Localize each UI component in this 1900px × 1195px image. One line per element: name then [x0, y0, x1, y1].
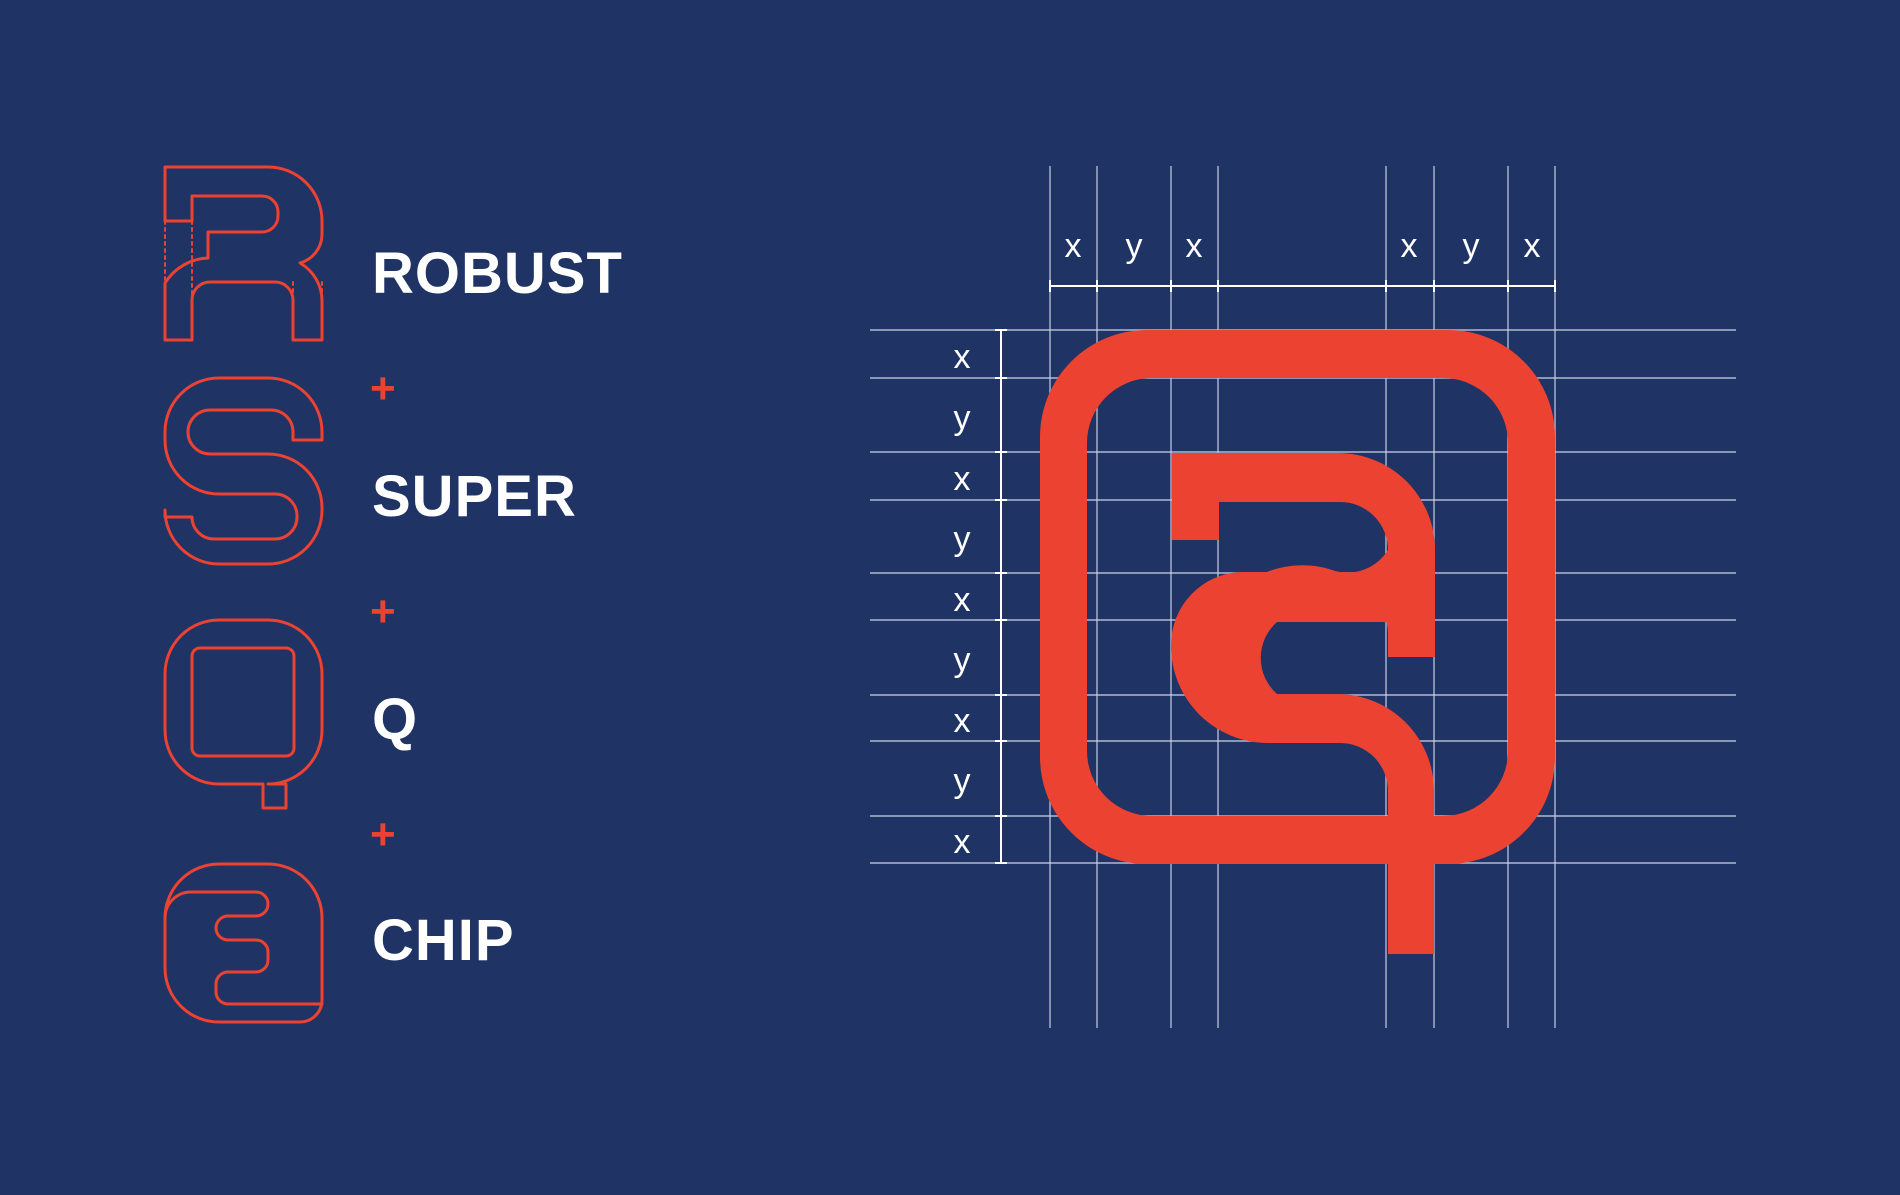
e-letter-outline: [163, 862, 324, 1024]
grid-row-label: x: [953, 823, 971, 861]
word-chip: CHIP: [372, 908, 515, 973]
grid-row-label: x: [953, 338, 971, 376]
dimension-markers: [995, 280, 1556, 864]
grid-row-label: x: [953, 460, 971, 498]
grid-col-label: x: [1523, 227, 1541, 265]
word-robust: ROBUST: [372, 241, 623, 306]
s-letter-outline: [163, 376, 324, 566]
word-q: Q: [372, 687, 419, 752]
grid-row-label: y: [953, 762, 971, 800]
plus-sign: +: [370, 810, 396, 859]
r-letter-outline: [163, 165, 324, 342]
grid-row-label: y: [953, 520, 971, 558]
grid-col-label: y: [1125, 227, 1143, 265]
plus-sign: +: [370, 364, 396, 413]
grid-col-label: x: [1185, 227, 1203, 265]
grid-col-label: x: [1064, 227, 1082, 265]
word-super: SUPER: [372, 464, 577, 529]
grid-col-label: x: [1400, 227, 1418, 265]
grid-row-label: x: [953, 581, 971, 619]
grid-col-label: y: [1462, 227, 1480, 265]
grid-row-label: y: [953, 399, 971, 437]
grid-row-label: x: [953, 702, 971, 740]
grid-row-label: y: [953, 641, 971, 679]
plus-sign: +: [370, 587, 396, 636]
q-letter-outline: [163, 618, 324, 810]
rsqc-logo-mark: [1040, 330, 1555, 954]
